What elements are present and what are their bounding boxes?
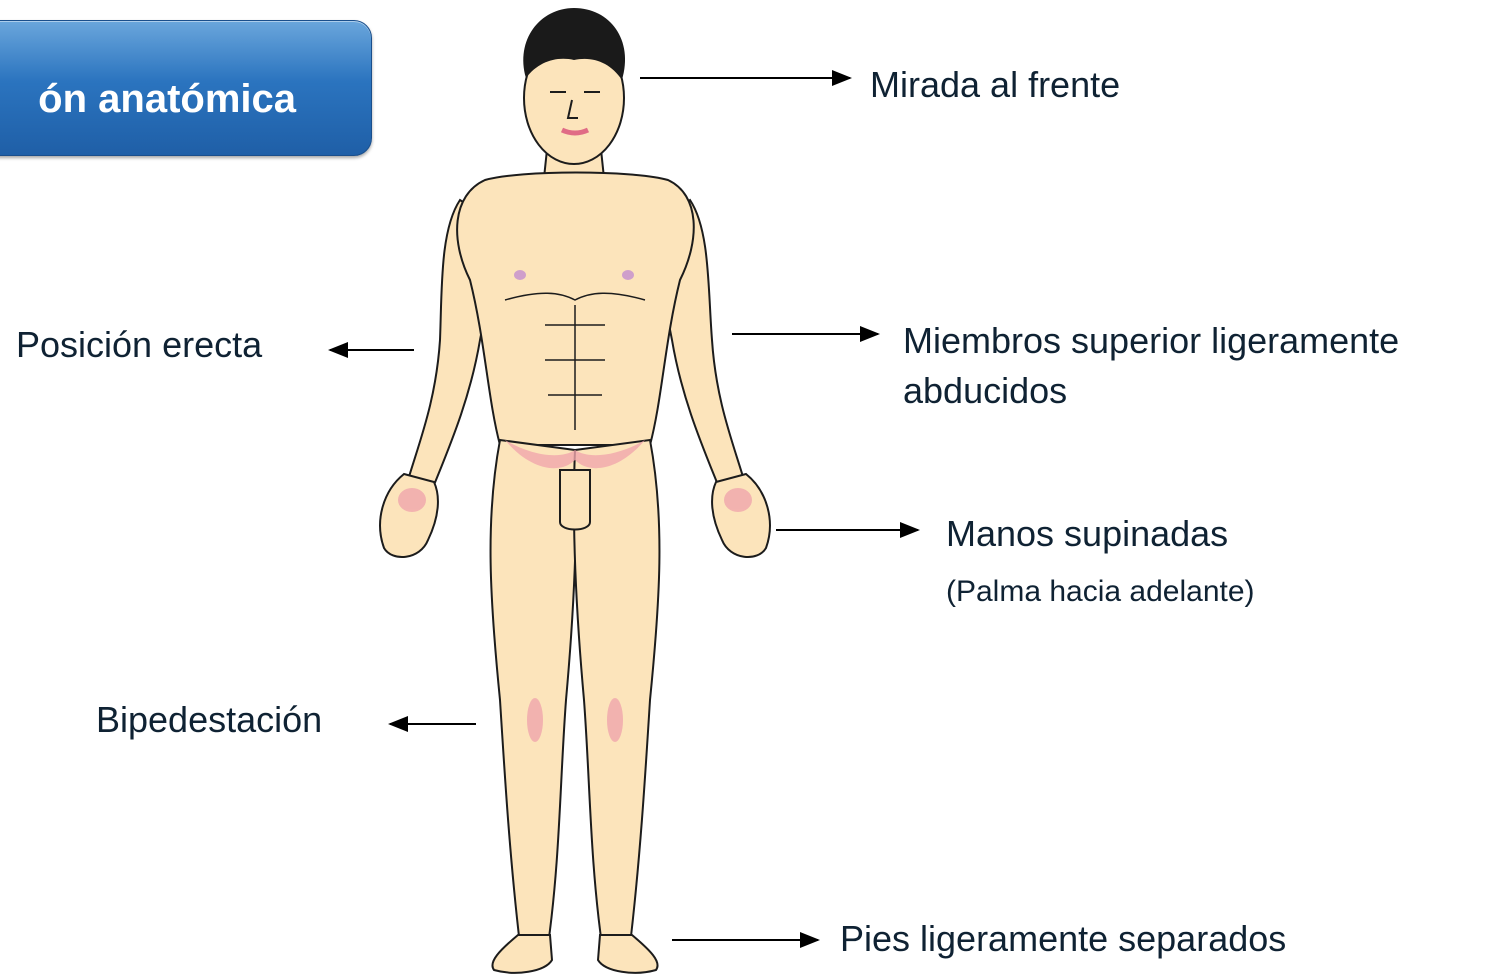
groin: [559, 469, 591, 531]
arrows: [328, 70, 920, 948]
label-gaze: Mirada al frente: [870, 64, 1121, 105]
torso-lines: [504, 292, 646, 430]
label-hands-note: (Palma hacia adelante): [946, 575, 1255, 608]
title: ón anatómica: [38, 77, 296, 121]
label-bipedal: Bipedestación: [96, 699, 323, 740]
hair: [523, 8, 626, 80]
face-details: [550, 91, 600, 119]
label-hands: Manos supinadas: [946, 513, 1229, 554]
label-upper-limbs-line1: Miembros superior ligeramente: [903, 320, 1400, 361]
title-banner: ón anatómica: [0, 20, 372, 156]
body-shading: [398, 270, 752, 742]
mouth: [560, 127, 590, 136]
label-feet: Pies ligeramente separados: [840, 918, 1287, 959]
label-upper-limbs-line2: abducidos: [903, 370, 1068, 411]
label-erect: Posición erecta: [16, 324, 263, 365]
